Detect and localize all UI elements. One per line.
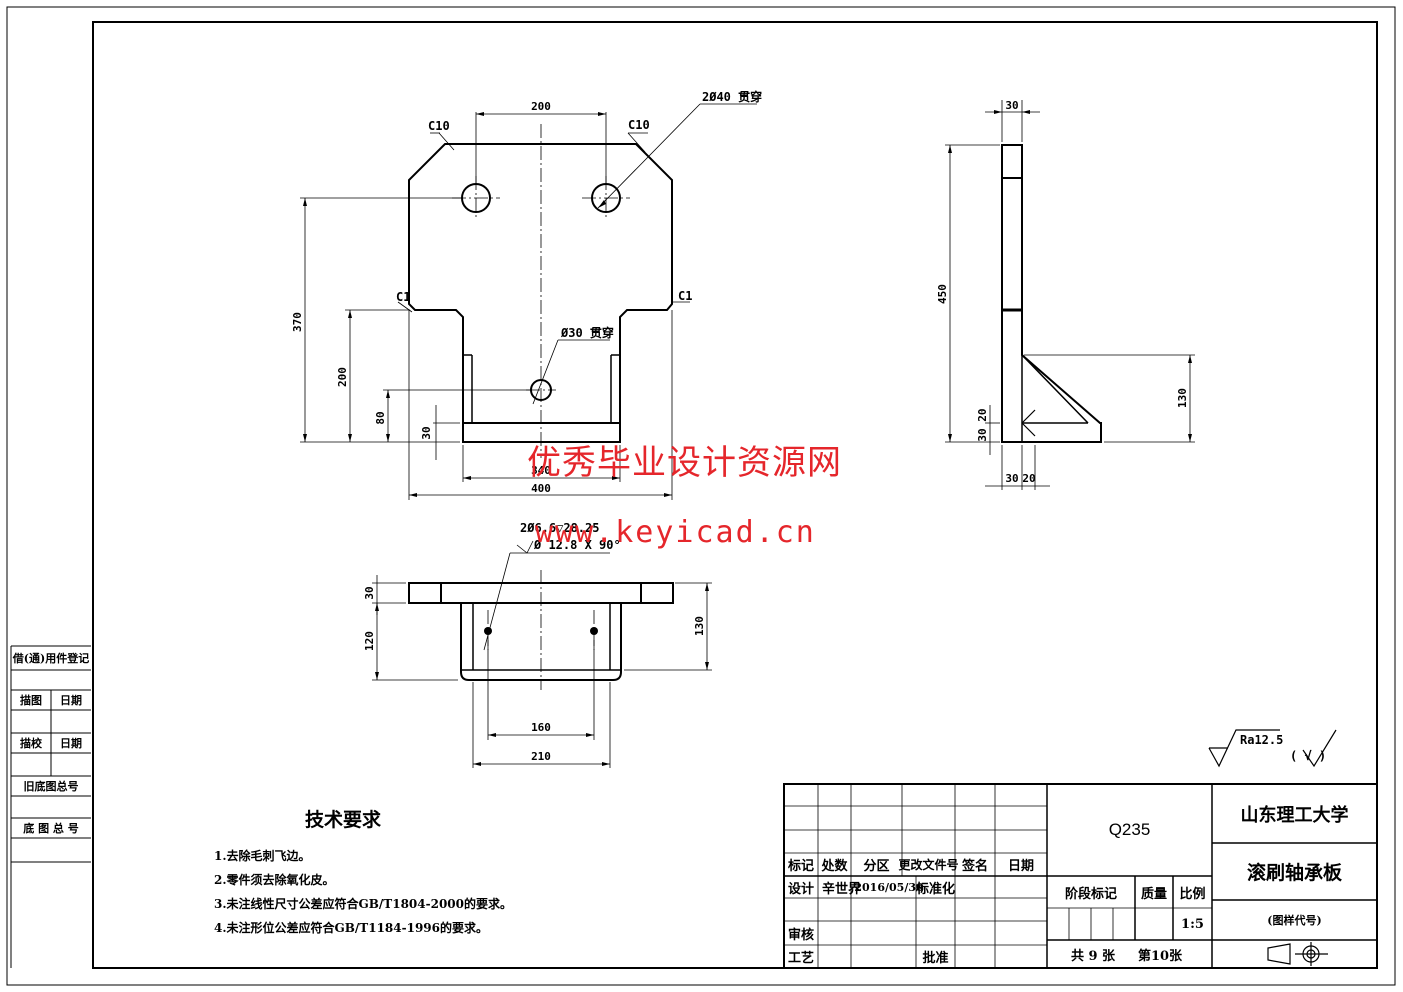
dim-80: 80 [374, 411, 387, 424]
dim-30-front: 30 [420, 426, 433, 439]
chamfer-c10-left: C10 [428, 119, 450, 133]
front-view-labels: 200 C10 C10 2Ø40 贯穿 C1 C1 Ø30 贯穿 370 200… [291, 89, 762, 495]
title-block-lines [783, 783, 1378, 969]
dim-200-left: 200 [336, 367, 349, 387]
dim-130-top-view: 130 [693, 616, 706, 636]
side-table-r2b: 日期 [60, 694, 82, 707]
tb-h-count: 处数 [821, 859, 848, 874]
side-view-outline [1001, 144, 1102, 443]
dim-20-side-bottom: 20 [1022, 472, 1035, 485]
side-table-r3a: 描校 [20, 737, 42, 750]
side-table-r5: 底 图 总 号 [23, 822, 79, 835]
dim-120: 120 [363, 631, 376, 651]
chamfer-c1-right: C1 [678, 289, 692, 303]
dim-130-side: 130 [1176, 388, 1189, 408]
watermark-cn: 优秀毕业设计资源网 [527, 443, 842, 483]
projection-symbol-icon [1267, 942, 1328, 966]
tb-h-zone: 分区 [863, 859, 890, 874]
dim-450: 450 [936, 284, 949, 304]
tb-stage: 阶段标记 [1064, 886, 1117, 902]
tb-process: 工艺 [787, 951, 814, 966]
tb-sheets-total: 共 9 张 [1070, 948, 1116, 964]
top-view [372, 540, 712, 768]
tb-designer: 辛世界 [821, 881, 861, 897]
tb-drawing-code: (图样代号) [1267, 914, 1322, 927]
dim-160: 160 [531, 721, 551, 734]
front-view [300, 103, 757, 500]
hole-top-callout: 2Ø40 贯穿 [702, 89, 762, 104]
side-table-r1: 借(通)用件登记 [12, 652, 90, 665]
tech-req-item-3: 3.未注线性尺寸公差应符合GB/T1804-2000的要求。 [214, 897, 513, 911]
dim-30-side-bottom: 30 [1005, 472, 1018, 485]
dim-30-20-vertical: 30 20 [976, 408, 989, 441]
dim-340: 340 [531, 464, 551, 477]
tb-h-sign: 签名 [961, 859, 988, 874]
tb-review: 审核 [787, 927, 814, 943]
dim-210: 210 [531, 750, 551, 763]
tb-design-date: 2016/05/30 [854, 880, 924, 894]
chamfer-c1-left: C1 [396, 290, 410, 304]
dim-370: 370 [291, 312, 304, 332]
tb-scale: 1:5 [1181, 916, 1204, 932]
side-table-lines [10, 645, 91, 968]
hole-mid-callout: Ø30 贯穿 [560, 325, 614, 340]
tb-material: Q235 [1108, 820, 1151, 839]
hole-callout-counterbore: 2Ø6.6▽28.25 [520, 521, 599, 535]
tb-h-mark: 标记 [787, 859, 814, 874]
side-table-r2a: 描图 [20, 694, 42, 707]
dim-30-top-view: 30 [363, 586, 376, 599]
tb-approve: 批准 [922, 951, 949, 966]
roughness-value: Ra12.5 [1240, 733, 1283, 747]
tb-h-date: 日期 [1007, 859, 1034, 874]
side-table-r3b: 日期 [60, 737, 82, 750]
tb-h-doc: 更改文件号 [898, 858, 959, 872]
roughness-other: ( √ ) [1290, 749, 1326, 763]
tb-standardize: 标准化 [916, 881, 956, 897]
hole-callout-countersink: Ø 12.8 X 90° [533, 538, 621, 552]
front-view-outline [408, 143, 673, 443]
tech-req-title: 技术要求 [305, 809, 382, 831]
tb-university: 山东理工大学 [1240, 804, 1349, 826]
tech-req-item-2: 2.零件须去除氧化皮。 [214, 873, 335, 887]
tb-part-name: 滚刷轴承板 [1246, 862, 1342, 884]
dim-400: 400 [531, 482, 551, 495]
tb-design: 设计 [787, 881, 814, 897]
watermark-url: www.keyicad.cn [535, 515, 816, 550]
side-view [945, 100, 1195, 490]
tech-req-item-4: 4.未注形位公差应符合GB/T1184-1996的要求。 [214, 921, 489, 935]
dim-200-top: 200 [531, 100, 551, 113]
tb-mass: 质量 [1140, 886, 1167, 902]
tb-sheet-no: 第10张 [1137, 948, 1183, 964]
top-view-labels: 2Ø6.6▽28.25 Ø 12.8 X 90° 30 120 130 160 … [363, 521, 706, 763]
drawing-frame [92, 21, 1378, 969]
side-table-r4: 旧底图总号 [23, 780, 79, 793]
chamfer-c10-right: C10 [628, 118, 650, 132]
dim-30-side-top: 30 [1005, 99, 1018, 112]
side-view-labels: 30 450 130 30 20 30 20 [936, 99, 1189, 485]
roughness-symbol [1208, 729, 1337, 768]
tb-scale-label: 比例 [1179, 886, 1206, 902]
tech-req-item-1: 1.去除毛刺飞边。 [214, 849, 311, 863]
